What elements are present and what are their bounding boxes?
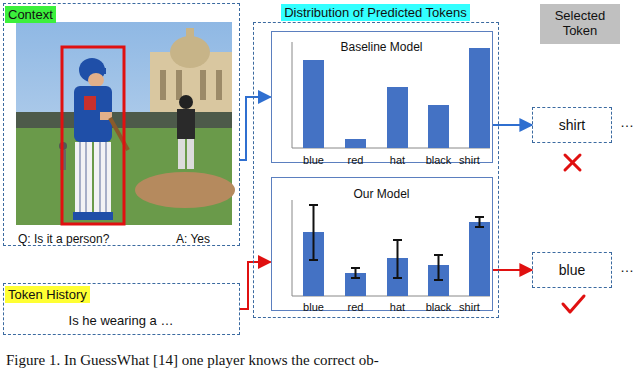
token-history-panel: Token History Is he wearing a … xyxy=(3,283,240,335)
node-title: Token History xyxy=(5,286,90,303)
check-mark xyxy=(563,296,584,312)
node-title: blue xyxy=(559,262,585,278)
node-text: A: Yes xyxy=(176,232,210,246)
text-holder: Distribution of Predicted Tokens xyxy=(254,3,497,21)
text-holder: blue xyxy=(292,150,336,168)
text-holder: black xyxy=(417,297,461,315)
node-text: shirt xyxy=(459,301,480,313)
node-text: Q: Is it a person? xyxy=(18,232,109,246)
text-holder: shirt xyxy=(448,297,492,315)
wrong-mark xyxy=(565,155,580,170)
node-text: blue xyxy=(303,154,324,166)
flow-arrow xyxy=(240,262,271,309)
text-holder: hat xyxy=(376,297,420,315)
flow-arrow xyxy=(240,97,271,160)
node-text: shirt xyxy=(459,154,480,166)
continuation-mark: … xyxy=(620,114,634,130)
node-text: blue xyxy=(303,301,324,313)
text-holder: black xyxy=(417,150,461,168)
text-holder: Our Model xyxy=(272,184,492,202)
text-holder: Q: Is it a person? xyxy=(18,229,109,247)
chart-box: Our Model blue red hat black shirt xyxy=(271,177,493,311)
node-text: hat xyxy=(390,154,405,166)
text-holder: Context xyxy=(5,5,56,23)
text-holder: red xyxy=(334,150,378,168)
node-title: shirt xyxy=(559,117,585,133)
text-holder: hat xyxy=(376,150,420,168)
text-holder: Is he wearing a … xyxy=(4,311,238,329)
context-panel: Context Q: Is it a person? A: Yes xyxy=(3,3,240,246)
node-title: Baseline Model xyxy=(340,40,422,54)
chart-box: Baseline Model blue red hat black shirt xyxy=(271,31,493,163)
text-holder: blue xyxy=(292,297,336,315)
node-title: Our Model xyxy=(353,187,409,201)
node-text: Is he wearing a … xyxy=(69,313,174,328)
figure-caption: Figure 1. In GuessWhat [14] one player k… xyxy=(6,352,379,369)
node-text: hat xyxy=(390,301,405,313)
node-text: red xyxy=(348,154,364,166)
node-title: Context xyxy=(5,6,56,23)
token-box: blue xyxy=(532,252,612,288)
node-title: Distribution of Predicted Tokens xyxy=(281,4,470,21)
node-text: black xyxy=(426,301,452,313)
continuation-mark: … xyxy=(620,259,634,275)
text-holder: A: Yes xyxy=(176,229,210,247)
token-box: shirt xyxy=(532,107,612,143)
baseline-bars xyxy=(292,42,490,148)
text-holder: shirt xyxy=(448,150,492,168)
text-holder: red xyxy=(334,297,378,315)
our-model-bars xyxy=(292,200,490,296)
baseball-photo xyxy=(16,22,235,225)
text-holder: Token History xyxy=(5,285,90,303)
node-title: Selected Token xyxy=(540,9,620,39)
node-text: red xyxy=(348,301,364,313)
column-header: Selected Token xyxy=(540,4,620,44)
text-holder: Baseline Model xyxy=(272,37,492,55)
node-text: black xyxy=(426,154,452,166)
distribution-panel: Distribution of Predicted TokensBaseline… xyxy=(253,22,499,318)
